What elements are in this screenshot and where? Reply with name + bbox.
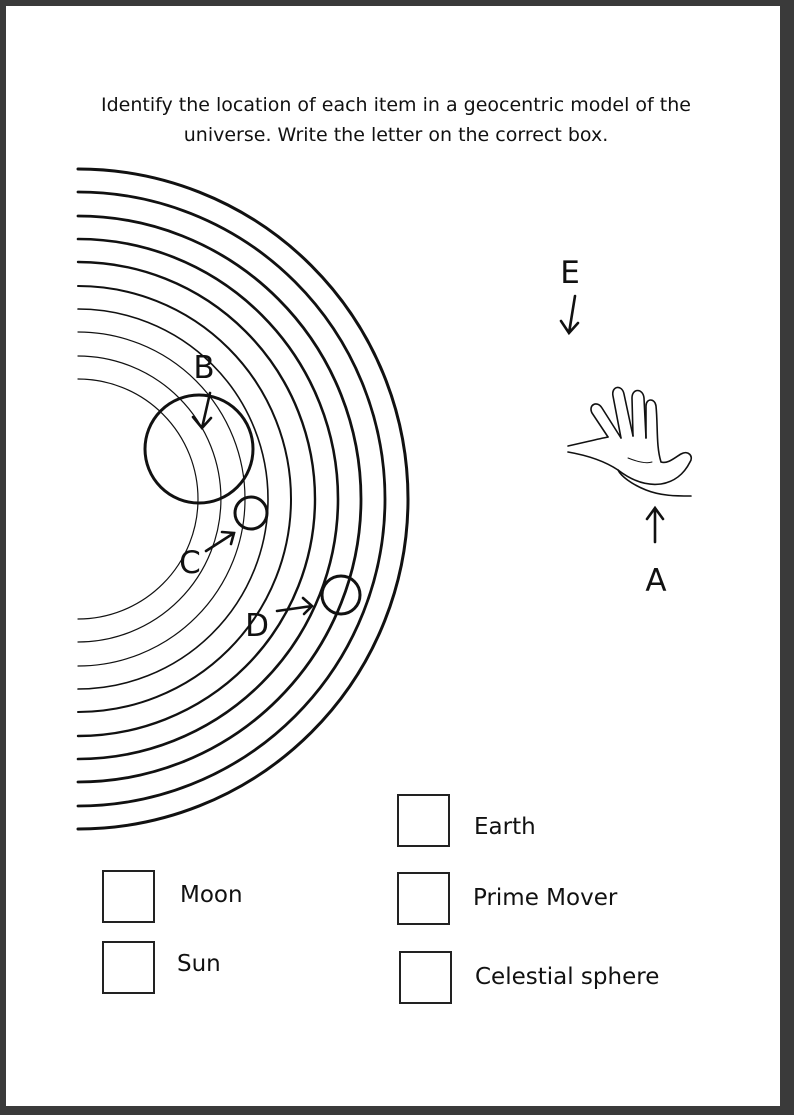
- earth-circle: [143, 393, 255, 505]
- prime-mover-answer-box[interactable]: [397, 872, 450, 925]
- orbit-ring-1: [77, 378, 199, 620]
- earth-answer-box[interactable]: [397, 794, 450, 847]
- orbit-ring-7: [76, 237, 340, 761]
- arrow-d: [275, 596, 314, 616]
- instructions: Identify the location of each item in a …: [66, 90, 726, 150]
- moon-label: Moon: [180, 882, 243, 908]
- sun-answer-box[interactable]: [102, 941, 155, 994]
- orbit-ring-9: [76, 190, 387, 808]
- orbit-ring-4: [77, 308, 269, 690]
- moon-answer-box[interactable]: [102, 870, 155, 923]
- marker-e: E: [560, 255, 580, 291]
- celestial-sphere-ring: [76, 167, 410, 831]
- celestial-sphere-answer-box[interactable]: [399, 951, 452, 1004]
- orbit-ring-2: [77, 355, 222, 643]
- moon-circle: [233, 495, 269, 531]
- marker-c: C: [179, 545, 201, 581]
- arrow-e: [559, 294, 580, 336]
- sun-label: Sun: [177, 951, 221, 977]
- sun-circle: [320, 574, 362, 616]
- orbit-ring-8: [76, 214, 363, 784]
- geocentric-model-diagram: B C D E A: [76, 167, 693, 831]
- instructions-line-1: Identify the location of each item in a …: [101, 94, 691, 116]
- arrow-a: [645, 505, 665, 544]
- worksheet-page: Identify the location of each item in a …: [6, 6, 780, 1106]
- marker-b: B: [193, 350, 214, 386]
- orbit-ring-5: [77, 285, 292, 713]
- arrow-b: [191, 391, 213, 430]
- prime-mover-hand-icon: [567, 386, 693, 497]
- arrow-c: [204, 530, 236, 553]
- orbit-ring-6: [76, 260, 317, 738]
- celestial-sphere-label: Celestial sphere: [475, 964, 660, 990]
- prime-mover-label: Prime Mover: [473, 885, 618, 911]
- marker-a: A: [645, 563, 666, 599]
- earth-label: Earth: [474, 814, 536, 840]
- instructions-line-2: universe. Write the letter on the correc…: [183, 124, 609, 146]
- marker-d: D: [245, 608, 269, 644]
